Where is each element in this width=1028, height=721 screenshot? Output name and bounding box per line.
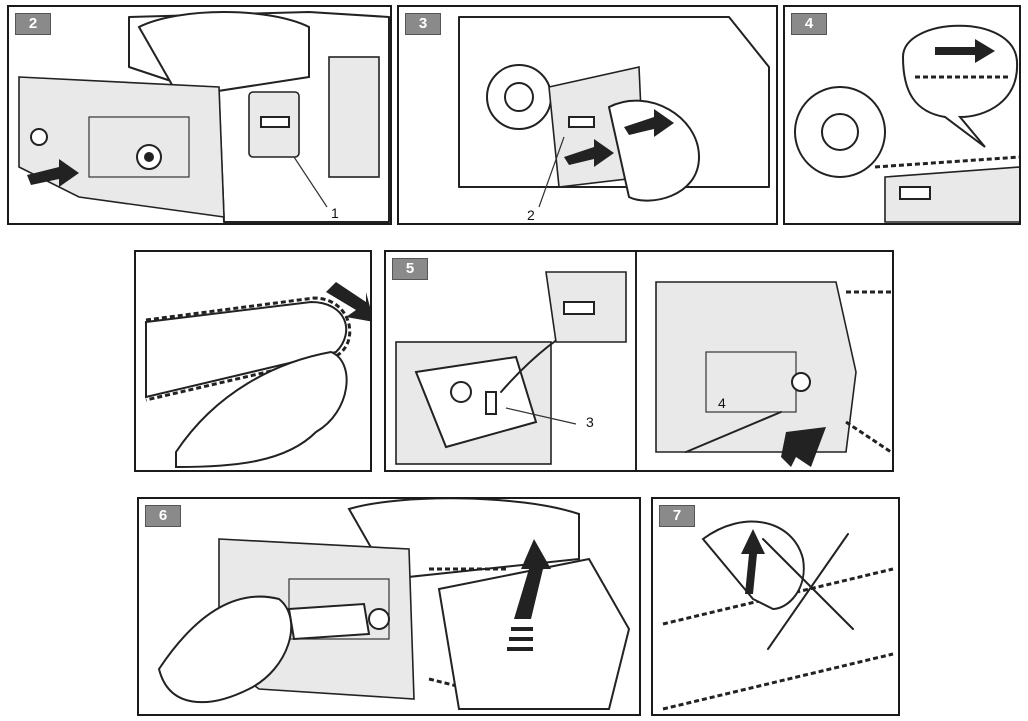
step-number-badge: 6	[145, 505, 181, 527]
panel-step-3: 3 2	[397, 5, 778, 225]
panel-step-5: 5 3 4	[384, 250, 894, 472]
step-number-badge: 7	[659, 505, 695, 527]
callout-number: 1	[331, 205, 339, 221]
panel-step-6: 6	[137, 497, 641, 716]
illustration-check-chain-slack	[662, 520, 894, 711]
illustration-chain-direction	[794, 24, 1019, 223]
panel-tension-chain	[134, 250, 372, 472]
illustration-tensioner-pin	[395, 252, 892, 470]
panel-step-2: 2 1	[7, 5, 392, 225]
illustration-fit-chain-on-bar	[145, 282, 370, 469]
step-number-badge: 5	[392, 258, 428, 280]
panel-step-4: 4	[783, 5, 1021, 225]
callout-number: 4	[718, 395, 726, 411]
callout-number: 3	[586, 414, 594, 430]
illustration-tighten-chain	[157, 499, 631, 710]
panel-step-7: 7	[651, 497, 900, 716]
callout-number: 2	[527, 207, 535, 223]
illustration-remove-side-cover	[18, 11, 390, 223]
illustration-mount-bar	[458, 16, 770, 208]
step-number-badge: 4	[791, 13, 827, 35]
step-number-badge: 3	[405, 13, 441, 35]
step-number-badge: 2	[15, 13, 51, 35]
